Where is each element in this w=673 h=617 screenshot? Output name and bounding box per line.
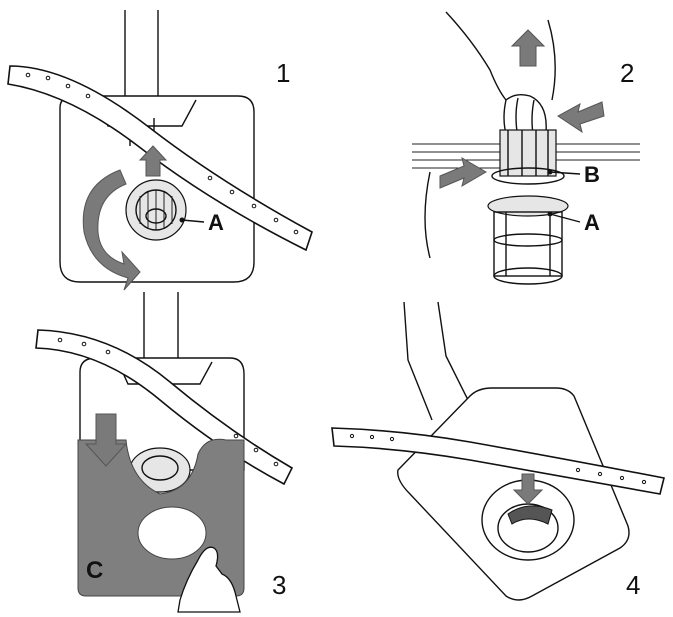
step-number-1: 1 — [276, 58, 290, 88]
callout-b-label: B — [584, 162, 600, 187]
panel-3: C 3 — [35, 292, 294, 613]
callout-a2-label: A — [584, 210, 600, 235]
cover-plate-hole — [137, 506, 207, 560]
filter-a — [125, 179, 187, 241]
down-arrow-4 — [512, 473, 544, 505]
spray-arm-4 — [331, 427, 665, 495]
hand-3 — [177, 546, 241, 613]
step-number-3: 3 — [272, 570, 286, 600]
callout-a2-leader — [549, 213, 581, 223]
callout-a-label: A — [208, 210, 224, 235]
water-pipe-4 — [403, 301, 475, 421]
hand — [445, 11, 556, 149]
rotate-arrow — [82, 169, 141, 291]
step-number-4: 4 — [626, 570, 640, 600]
push-arrow-left — [439, 156, 487, 189]
water-pipe-3 — [143, 292, 179, 362]
panel-1: A 1 — [7, 10, 313, 291]
spray-arm-holes-3 — [57, 337, 279, 467]
callout-a-leader — [181, 219, 205, 223]
push-arrow-right — [557, 101, 605, 134]
filter-latch — [507, 505, 553, 525]
filter-a-assembly — [487, 195, 569, 285]
down-arrow — [84, 413, 128, 467]
panel-2: B A 2 — [412, 11, 640, 285]
up-arrow — [138, 145, 168, 177]
callout-c-label: C — [86, 557, 103, 584]
step-number-2: 2 — [620, 58, 634, 88]
callout-a-dot — [179, 217, 185, 223]
filter-b — [491, 129, 565, 185]
spray-arm-holes-4 — [349, 433, 647, 485]
spray-arm-holes — [25, 72, 299, 235]
callout-b-leader — [549, 171, 581, 175]
up-arrow-2 — [510, 29, 546, 67]
panel-4: 4 — [331, 301, 665, 601]
